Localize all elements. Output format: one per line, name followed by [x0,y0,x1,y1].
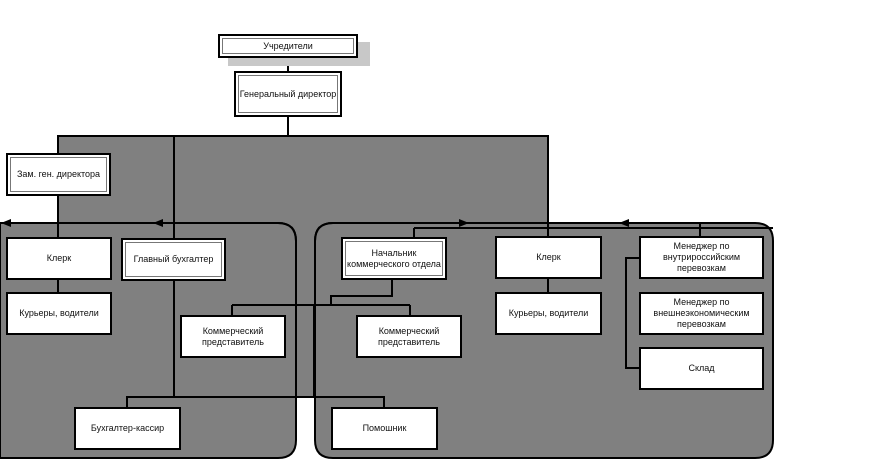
edge-manager-bracket [625,257,640,369]
panel-gap-fill [297,224,314,398]
connectors [1,56,773,407]
node-label: Бухгалтер-кассир [90,423,165,433]
arrow-commercial [314,219,469,242]
node-label: Курьеры, водители [19,308,99,318]
node-warehouse[interactable]: Склад [639,347,764,390]
node-label: Курьеры, водители [508,308,589,318]
node-clerk-right[interactable]: Клерк [495,236,602,279]
node-accountant-cashier[interactable]: Бухгалтер-кассир [74,407,181,450]
node-founders[interactable]: Учредители [218,34,358,58]
node-label: Генеральный директор [239,88,337,99]
edge-right-bus [413,227,773,237]
node-label: Клерк [46,253,72,263]
node-label: Главный бухгалтер [133,254,214,264]
node-label: Коммерческий представитель [202,325,264,347]
node-label: Менеджер по внешнеэкономическим перевозк… [653,297,750,329]
node-chief-accountant[interactable]: Главный бухгалтер [121,238,226,281]
node-commercial-rep-1[interactable]: Коммерческий представитель [180,315,286,358]
node-deputy-director[interactable]: Зам. ген. директора [6,153,111,196]
edge-head-commercial-down [330,276,393,305]
edge-assistant [314,396,385,407]
node-general-director[interactable]: Генеральный директор [234,71,342,117]
node-commercial-rep-2[interactable]: Коммерческий представитель [356,315,462,358]
node-label: Учредители [263,40,313,51]
node-label: Коммерческий представитель [378,325,440,347]
arrow-manager [619,219,701,236]
node-couriers-left[interactable]: Курьеры, водители [6,292,112,335]
node-label: Помошник [362,423,407,433]
arrow-chief-accountant [153,219,297,242]
node-couriers-right[interactable]: Курьеры, водители [495,292,602,335]
node-label: Начальник коммерческого отдела [347,247,441,269]
node-label: Менеджер по внутрироссийским перевозкам [662,241,741,273]
node-label: Клерк [536,252,561,262]
node-label: Зам. ген. директора [16,169,101,179]
edge-cashier [126,396,174,407]
node-manager-foreign[interactable]: Менеджер по внешнеэкономическим перевозк… [639,292,764,335]
white-notch-right [549,136,779,222]
node-manager-domestic[interactable]: Менеджер по внутрироссийским перевозкам [639,236,764,279]
node-assistant[interactable]: Помошник [331,407,438,450]
node-head-commercial[interactable]: Начальник коммерческого отдела [341,237,447,280]
node-label: Склад [688,363,715,373]
node-clerk-left[interactable]: Клерк [6,237,112,280]
